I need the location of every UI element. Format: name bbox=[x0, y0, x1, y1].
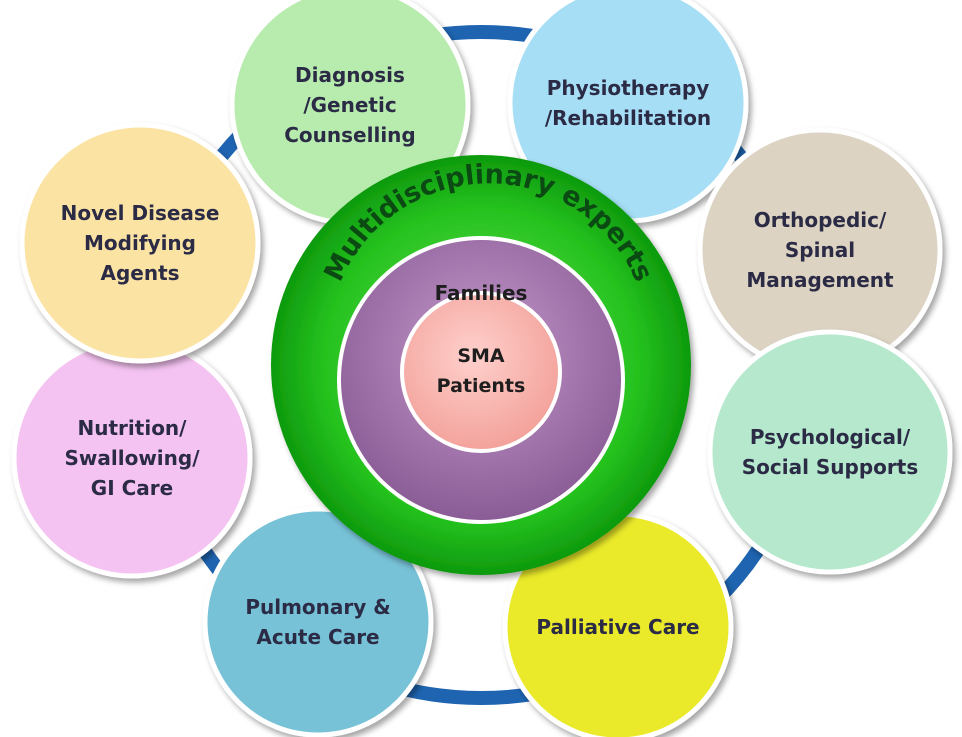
node-physiotherapy: Physiotherapy/Rehabilitation bbox=[507, 0, 749, 224]
inner-circle-patients bbox=[400, 291, 562, 453]
node-label-psychological-2: Social Supports bbox=[742, 455, 919, 479]
inner-label-line2: Patients bbox=[437, 375, 526, 397]
node-psychological: Psychological/Social Supports bbox=[707, 329, 953, 575]
node-circle-psychological bbox=[707, 329, 953, 575]
node-label-orthopedic-1: Orthopedic/ bbox=[754, 208, 887, 232]
middle-ring-label: Families bbox=[435, 281, 528, 305]
node-label-palliative-1: Palliative Care bbox=[536, 615, 699, 639]
nodes-layer: Diagnosis/GeneticCounsellingPhysiotherap… bbox=[11, 0, 953, 737]
node-circle-novel bbox=[19, 122, 261, 364]
node-label-diagnosis-1: Diagnosis bbox=[295, 63, 405, 87]
node-label-orthopedic-2: Spinal bbox=[785, 238, 855, 262]
node-label-physiotherapy-2: /Rehabilitation bbox=[545, 106, 711, 130]
node-label-novel-3: Agents bbox=[100, 261, 179, 285]
node-nutrition: Nutrition/Swallowing/GI Care bbox=[11, 337, 253, 579]
node-label-diagnosis-3: Counselling bbox=[284, 123, 415, 147]
node-label-novel-1: Novel Disease bbox=[61, 201, 220, 225]
node-label-nutrition-2: Swallowing/ bbox=[64, 446, 200, 470]
node-label-psychological-1: Psychological/ bbox=[750, 425, 911, 449]
inner-label-line1: SMA bbox=[457, 345, 505, 367]
node-label-orthopedic-3: Management bbox=[746, 268, 894, 292]
node-label-diagnosis-2: /Genetic bbox=[303, 93, 396, 117]
node-pulmonary: Pulmonary & Acute Care bbox=[202, 506, 434, 737]
node-circle-pulmonary bbox=[202, 506, 434, 737]
node-label-pulmonary-1: Pulmonary & bbox=[245, 595, 390, 619]
node-label-pulmonary-2: Acute Care bbox=[256, 625, 379, 649]
node-label-novel-2: Modifying bbox=[84, 231, 196, 255]
node-label-physiotherapy-1: Physiotherapy bbox=[547, 76, 710, 100]
node-label-nutrition-1: Nutrition/ bbox=[78, 416, 188, 440]
center-group: Multidisciplinary experts Families SMA P… bbox=[271, 155, 691, 575]
node-label-nutrition-3: GI Care bbox=[91, 476, 173, 500]
